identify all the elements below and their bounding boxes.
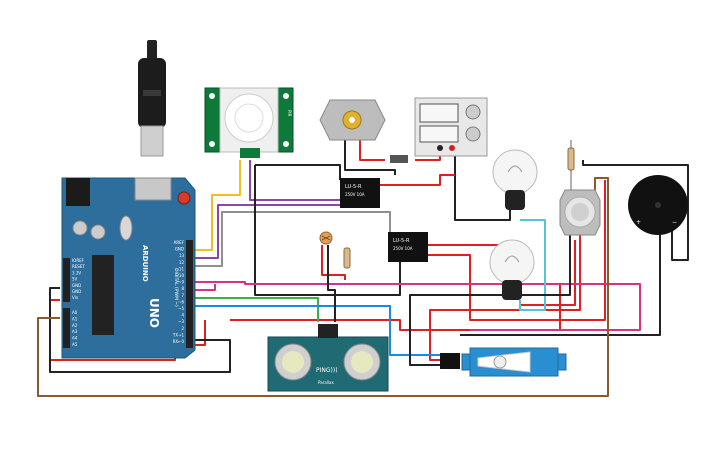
ultrasonic-label: PING))): [316, 367, 338, 374]
analog-pin-3: A3: [72, 329, 78, 334]
power-pin-3: 5V: [72, 277, 78, 282]
light-bulb-1[interactable]: [492, 149, 538, 210]
wire-black-4[interactable]: [49, 287, 231, 373]
svg-text:−: −: [672, 219, 677, 226]
wire-red-1[interactable]: [359, 140, 385, 161]
header-pin-7: 8: [181, 286, 184, 291]
capacitor-1: [72, 220, 88, 236]
svg-text:250V 10A: 250V 10A: [393, 246, 413, 251]
switch[interactable]: [390, 155, 408, 163]
dc-motor[interactable]: [319, 99, 386, 141]
header-pin-0: AREF: [174, 240, 185, 245]
servo-motor[interactable]: [440, 347, 567, 377]
power-pin-0: IOREF: [72, 258, 85, 263]
svg-text:LU-5-R: LU-5-R: [345, 184, 362, 190]
wire-brown[interactable]: [37, 177, 609, 397]
wire-red-7[interactable]: [520, 240, 576, 306]
power-pin-1: RESET: [72, 264, 85, 269]
atmega-chip: [92, 255, 114, 335]
voltage-knob[interactable]: [465, 104, 481, 120]
header-pin-10: ~5: [178, 306, 184, 311]
pir-dome: [224, 93, 274, 143]
power-pin-4: GND: [72, 283, 81, 288]
analog-pin-1: A1: [72, 316, 78, 321]
wires: [37, 140, 689, 397]
pir-sensor[interactable]: PIR: [204, 87, 294, 158]
header-pin-1: GND: [175, 247, 184, 252]
wire-black-5[interactable]: [582, 160, 689, 261]
power-jack: [66, 178, 90, 206]
wire-black-1[interactable]: [254, 164, 401, 296]
arduino-uno[interactable]: ARDUINO UNO DIGITAL (PWM ~) AREFGND1312~…: [61, 177, 196, 359]
header-pin-8: 7: [181, 293, 184, 298]
resistor-ldr: [343, 247, 351, 269]
relay-2[interactable]: LU-5-R 250V 10A: [388, 232, 428, 262]
wire-cyan[interactable]: [519, 219, 546, 311]
light-bulb-2[interactable]: [489, 239, 535, 300]
header-pin-2: 13: [179, 253, 185, 258]
wire-gray[interactable]: [195, 211, 391, 267]
header-pin-12: ~3: [178, 319, 184, 324]
wire-green[interactable]: [195, 297, 319, 322]
ultrasonic-sub: Parallax: [318, 380, 334, 385]
wire-red-9[interactable]: [230, 285, 561, 331]
analog-pin-5: A5: [72, 342, 78, 347]
crystal: [119, 215, 133, 241]
resistor-gas: [567, 140, 575, 190]
header-pin-13: 2: [181, 326, 184, 331]
wire-red-3[interactable]: [380, 174, 455, 186]
usb-port: [134, 177, 172, 201]
arduino-model: UNO: [147, 298, 161, 328]
pir-label: PIR: [287, 110, 292, 117]
wire-red-6[interactable]: [429, 235, 581, 361]
wire-red-10[interactable]: [321, 245, 346, 280]
wire-black-7[interactable]: [460, 225, 661, 336]
reset-button[interactable]: [177, 191, 191, 205]
wire-black-2[interactable]: [344, 140, 396, 175]
wire-red-5[interactable]: [425, 180, 606, 321]
header-pin-3: 12: [179, 260, 185, 265]
svg-text:250V 10A: 250V 10A: [345, 192, 365, 197]
gas-sensor[interactable]: [559, 189, 601, 236]
power-header[interactable]: [63, 258, 70, 302]
svg-text:+: +: [636, 219, 641, 226]
capacitor-2: [90, 224, 106, 240]
power-pin-6: Vin: [72, 295, 79, 300]
arduino-brand: ARDUINO: [141, 245, 149, 282]
wire-black-6[interactable]: [409, 230, 571, 366]
analog-header[interactable]: [63, 308, 70, 348]
header-pin-5: ~10: [176, 273, 185, 278]
wire-black-8[interactable]: [327, 245, 336, 322]
header-pin-6: ~9: [178, 280, 184, 285]
photoresistor[interactable]: [319, 231, 333, 245]
analog-pin-0: A0: [72, 310, 78, 315]
power-pin-5: GND: [72, 289, 81, 294]
svg-text:LU-5-R: LU-5-R: [393, 238, 410, 244]
header-pin-4: ~11: [176, 266, 185, 271]
ultrasonic-sensor[interactable]: PING))) Parallax: [267, 324, 389, 392]
analog-pin-4: A4: [72, 336, 78, 341]
header-pin-11: 4: [181, 313, 184, 318]
piezo-buzzer[interactable]: + −: [628, 175, 688, 235]
header-pin-15: RX←0: [173, 339, 185, 344]
digital-header[interactable]: [186, 240, 193, 348]
wire-magenta[interactable]: [195, 281, 641, 331]
current-knob[interactable]: [465, 126, 481, 142]
digital-label: DIGITAL (PWM ~): [173, 268, 179, 307]
analog-pin-2: A2: [72, 323, 78, 328]
wire-purple[interactable]: [195, 160, 340, 259]
usb-cable: [138, 40, 166, 157]
header-pin-9: ~6: [178, 299, 184, 304]
power-pin-2: 3.3V: [72, 270, 81, 275]
wire-yellow[interactable]: [195, 160, 241, 251]
relay-1[interactable]: LU-5-R 250V 10A: [340, 178, 380, 208]
power-supply[interactable]: [414, 97, 488, 157]
wire-blue[interactable]: [195, 305, 445, 356]
header-pin-14: TX→1: [172, 332, 185, 337]
